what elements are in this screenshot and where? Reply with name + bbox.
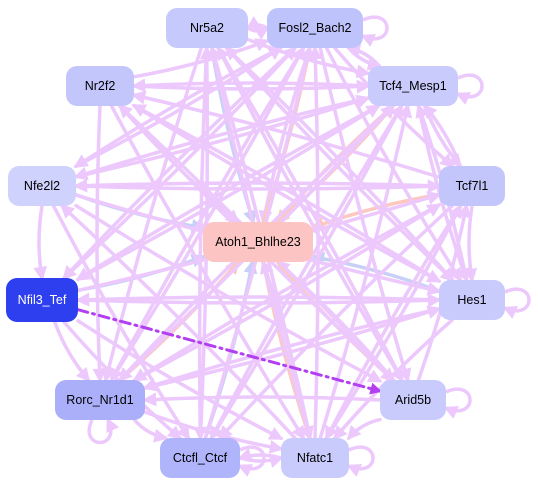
edge-fosl2-to-rorc [109, 46, 306, 383]
edge-nr5a2-to-fosl2 [246, 26, 270, 40]
edge-nfe2l2-to-tcf7l1 [74, 179, 442, 194]
self-loops-layer [87, 15, 531, 477]
self-loop-fosl2 [360, 15, 389, 47]
node-fosl2-box[interactable] [267, 8, 363, 48]
edge-nfe2l2-to-nfil3 [33, 204, 48, 281]
node-nr2f2-box[interactable] [66, 66, 134, 106]
edge-nfatc1-to-tcf4 [318, 103, 413, 440]
edge-nr5a2-to-ctcfl [193, 46, 209, 441]
edge-hes1-to-nfil3 [75, 292, 441, 307]
self-loop-tcf4 [455, 73, 484, 105]
edge-ctcfl-to-tcf4 [209, 103, 404, 440]
edge-fosl2-to-atoh1 [258, 46, 312, 225]
node-nfatc1[interactable]: Nfatc1 [281, 438, 349, 478]
edge-hes1-to-nr2f2 [131, 103, 441, 283]
edge-nfatc1-to-tcf7l1 [324, 203, 463, 440]
edge-nfatc1-to-ctcfl [237, 448, 283, 462]
node-atoh1-box[interactable] [203, 222, 313, 262]
edge-nfil3-to-nfatc1 [76, 319, 284, 441]
node-nr5a2[interactable]: Nr5a2 [166, 8, 248, 48]
node-nfe2l2[interactable]: Nfe2l2 [8, 166, 76, 206]
node-nr5a2-box[interactable] [166, 8, 248, 48]
node-nfil3[interactable]: Nfil3_Tef [6, 278, 78, 322]
node-nfatc1-box[interactable] [281, 438, 349, 478]
edge-nr5a2-to-rorc [101, 46, 203, 383]
edge-arid5b-to-rorc [142, 392, 382, 407]
self-loop-rorc [87, 417, 120, 445]
edge-nr2f2-to-rorc [92, 104, 107, 383]
edge-nfil3-to-rorc [53, 320, 91, 383]
node-rorc[interactable]: Rorc_Nr1d1 [55, 380, 145, 420]
edge-tcf4-to-nfe2l2 [73, 96, 370, 181]
edge-nfil3-to-arid5b [76, 308, 383, 395]
node-tcf7l1-box[interactable] [439, 166, 505, 206]
node-hes1-box[interactable] [439, 280, 505, 320]
edge-fosl2-to-hes1 [324, 46, 463, 283]
edge-ctcfl-to-nfatc1 [238, 454, 284, 468]
node-fosl2[interactable]: Fosl2_Bach2 [267, 8, 363, 48]
edge-rorc-to-tcf7l1 [133, 203, 442, 382]
edge-tcf7l1-to-atoh1 [310, 192, 441, 231]
node-arid5b-box[interactable] [380, 380, 446, 420]
node-arid5b[interactable]: Arid5b [380, 380, 446, 420]
edge-arid5b-to-nr5a2 [216, 45, 404, 382]
self-loop-hes1 [502, 287, 531, 319]
node-ctcfl-box[interactable] [160, 438, 240, 478]
edge-tcf7l1-to-nfe2l2 [73, 178, 441, 193]
node-tcf4-box[interactable] [368, 66, 458, 106]
self-loop-ctcfl [237, 445, 266, 477]
edge-rorc-to-fosl2 [109, 45, 306, 382]
edge-nfe2l2-to-fosl2 [74, 46, 283, 169]
edge-nfe2l2-to-tcf4 [74, 94, 371, 179]
node-tcf4[interactable]: Tcf4_Mesp1 [368, 66, 458, 106]
edge-nr2f2-to-fosl2 [132, 38, 270, 79]
edge-nfatc1-to-nfe2l2 [60, 204, 297, 440]
node-hes1[interactable]: Hes1 [439, 280, 505, 320]
node-atoh1[interactable]: Atoh1_Bhlhe23 [203, 222, 313, 262]
edge-nfe2l2-to-ctcfl [51, 204, 191, 441]
self-loop-nfatc1 [346, 445, 375, 477]
edge-rorc-to-nfatc1 [143, 410, 284, 454]
node-nfe2l2-box[interactable] [8, 166, 76, 206]
edge-nr2f2-to-tcf4 [132, 79, 371, 94]
node-rorc-box[interactable] [55, 380, 145, 420]
edge-fosl2-to-nr5a2 [245, 16, 269, 30]
edge-arid5b-to-nfatc1 [346, 417, 382, 441]
highlight-layer [76, 308, 383, 395]
edge-fosl2-to-arid5b [318, 46, 412, 383]
edge-tcf4-to-fosl2 [346, 43, 381, 68]
node-ctcfl[interactable]: Ctcfl_Ctcf [160, 438, 240, 478]
edge-nr5a2-to-arid5b [216, 46, 404, 383]
edge-rorc-to-hes1 [143, 305, 442, 390]
edge-rorc-to-ctcfl [132, 418, 169, 443]
node-tcf7l1[interactable]: Tcf7l1 [439, 166, 505, 206]
node-nr2f2[interactable]: Nr2f2 [66, 66, 134, 106]
edge-tcf7l1-to-tcf4 [422, 103, 462, 168]
self-loop-arid5b [443, 387, 472, 419]
node-nfil3-box[interactable] [6, 278, 78, 322]
edge-tcf4-to-ctcfl [209, 104, 404, 441]
edge-tcf4-to-nr2f2 [131, 78, 370, 93]
edge-nfil3-to-hes1 [76, 293, 442, 308]
edge-nfatc1-to-fosl2 [308, 45, 323, 440]
edge-tcf7l1-to-hes1 [463, 204, 478, 283]
edge-tcf7l1-to-rorc [132, 203, 441, 382]
